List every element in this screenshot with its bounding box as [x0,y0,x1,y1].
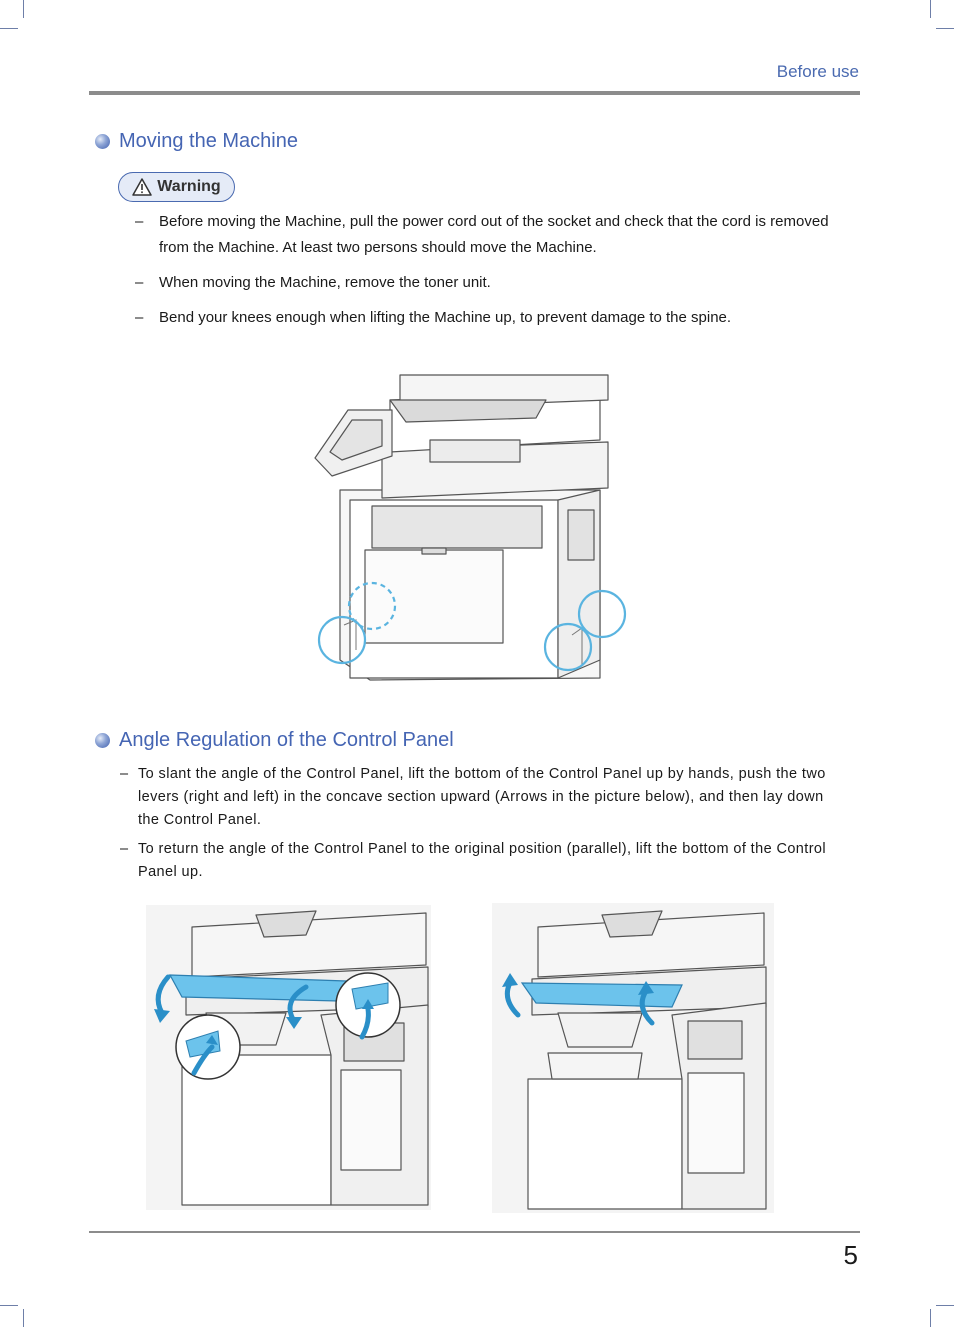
list-dash: – [135,213,144,230]
list-dash: – [135,274,144,291]
list-dash: – [120,841,129,857]
page-number: 5 [843,1240,858,1270]
section-title-text: Angle Regulation of the Control Panel [119,729,454,751]
warning-item: – Before moving the Machine, pull the po… [135,209,855,261]
angle-instruction-item: – To slant the angle of the Control Pane… [120,763,840,832]
panel-return-figure [492,903,774,1213]
section-bullet-icon [95,733,110,748]
crop-mark [23,1309,24,1327]
warning-item: – Bend your knees enough when lifting th… [135,305,855,331]
warning-badge: Warning [118,172,235,202]
section-title-angle: Angle Regulation of the Control Panel [95,729,454,752]
list-dash: – [135,309,144,326]
crop-mark [930,1309,931,1327]
warning-item-text: Before moving the Machine, pull the powe… [159,213,829,256]
crop-mark [930,0,931,18]
warning-triangle-icon [132,178,153,196]
warning-item-text: When moving the Machine, remove the tone… [159,274,491,291]
footer-rule [89,1231,860,1233]
section-title-moving: Moving the Machine [95,130,298,153]
machine-lift-points-figure [314,374,627,681]
angle-instruction-text: To return the angle of the Control Panel… [138,841,827,880]
crop-mark [936,28,954,29]
list-dash: – [120,766,129,782]
header-section-label: Before use [776,62,859,81]
section-bullet-icon [95,134,110,149]
warning-item-text: Bend your knees enough when lifting the … [159,309,732,326]
panel-slant-figure [146,905,431,1210]
section-title-text: Moving the Machine [119,130,298,152]
header-rule [89,91,860,95]
warning-label: Warning [157,178,221,195]
crop-mark [0,1305,18,1306]
angle-instruction-item: – To return the angle of the Control Pan… [120,838,840,884]
warning-item: – When moving the Machine, remove the to… [135,270,855,296]
crop-mark [0,28,18,29]
crop-mark [936,1305,954,1306]
crop-mark [23,0,24,18]
angle-instruction-text: To slant the angle of the Control Panel,… [138,766,826,828]
